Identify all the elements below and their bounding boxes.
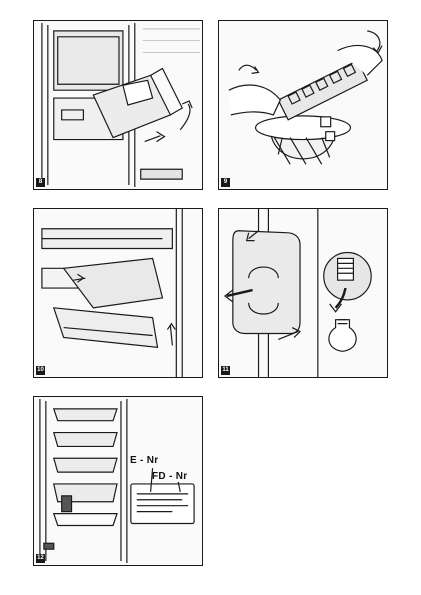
figure-number-badge: 9 (221, 178, 230, 187)
figure-number-badge: 12 (36, 554, 45, 563)
figure-rating-plate: E - Nr FD - Nr 12 (33, 396, 203, 566)
figure-number-badge: 11 (221, 366, 230, 375)
fd-nr-label: FD - Nr (152, 471, 188, 482)
drawers-illustration (41, 22, 201, 188)
figure-number-badge: 8 (36, 178, 45, 187)
rating-plate-illustration (39, 398, 195, 564)
e-nr-label: E - Nr (130, 455, 159, 466)
ice-tray-illustration (228, 30, 383, 165)
figure-ice-tray: 9 (218, 20, 388, 190)
door-shelves-illustration (41, 209, 183, 377)
figure-number-badge: 10 (36, 366, 45, 375)
figure-light-bulb: 11 (218, 208, 388, 378)
figure-drawers: 8 (33, 20, 203, 190)
light-bulb-illustration (223, 209, 372, 377)
figure-door-shelves: 10 (33, 208, 203, 378)
